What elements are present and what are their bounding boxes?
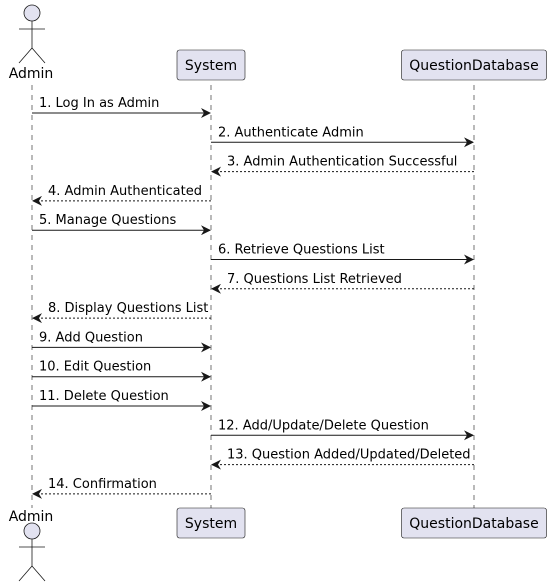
message-4: 4. Admin Authenticated — [32, 184, 211, 206]
actor-figure-icon — [18, 522, 46, 582]
participant-headers: AdminAdminSystemSystemQuestionDatabaseQu… — [9, 4, 547, 582]
message-9: 9. Add Question — [32, 330, 211, 353]
message-14: 14. Confirmation — [32, 477, 211, 499]
message-label: 4. Admin Authenticated — [48, 184, 202, 199]
message-10: 10. Edit Question — [32, 360, 211, 382]
message-6: 6. Retrieve Questions List — [211, 243, 474, 265]
message-label: 12. Add/Update/Delete Question — [218, 418, 429, 433]
participant-label: QuestionDatabase — [409, 58, 538, 74]
actor-label: Admin — [9, 66, 54, 82]
participant-db-top: QuestionDatabase — [401, 49, 547, 81]
message-label: 6. Retrieve Questions List — [218, 243, 385, 258]
message-label: 14. Confirmation — [48, 477, 157, 492]
message-8: 8. Display Questions List — [32, 301, 211, 324]
actor-figure-icon — [18, 4, 46, 64]
message-1: 1. Log In as Admin — [32, 96, 211, 118]
message-label: 8. Display Questions List — [48, 301, 208, 316]
actor-label: Admin — [9, 509, 54, 525]
participant-system-top: System — [176, 49, 246, 81]
message-5: 5. Manage Questions — [32, 213, 211, 236]
message-label: 3. Admin Authentication Successful — [227, 155, 457, 170]
message-label: 2. Authenticate Admin — [218, 125, 364, 140]
actor-admin-bottom: Admin — [9, 509, 54, 582]
message-2: 2. Authenticate Admin — [211, 125, 474, 148]
messages: 1. Log In as Admin 2. Authenticate Admin 3… — [32, 96, 474, 499]
message-label: 11. Delete Question — [39, 389, 169, 404]
message-3: 3. Admin Authentication Successful — [211, 155, 474, 177]
message-11: 11. Delete Question — [32, 389, 211, 411]
participant-label: System — [185, 58, 237, 74]
participant-system-bottom: System — [176, 507, 246, 539]
message-7: 7. Questions List Retrieved — [211, 272, 474, 294]
message-label: 1. Log In as Admin — [39, 96, 159, 111]
message-label: 5. Manage Questions — [39, 213, 176, 228]
actor-admin-top: Admin — [9, 4, 54, 82]
message-label: 7. Questions List Retrieved — [227, 272, 402, 287]
participant-label: QuestionDatabase — [409, 516, 538, 532]
message-label: 13. Question Added/Updated/Deleted — [227, 448, 471, 463]
participant-label: System — [185, 516, 237, 532]
participant-db-bottom: QuestionDatabase — [401, 507, 547, 539]
message-label: 9. Add Question — [39, 330, 143, 345]
message-label: 10. Edit Question — [39, 360, 151, 375]
message-12: 12. Add/Update/Delete Question — [211, 418, 474, 441]
lifelines — [31, 85, 475, 508]
message-13: 13. Question Added/Updated/Deleted — [211, 448, 474, 470]
